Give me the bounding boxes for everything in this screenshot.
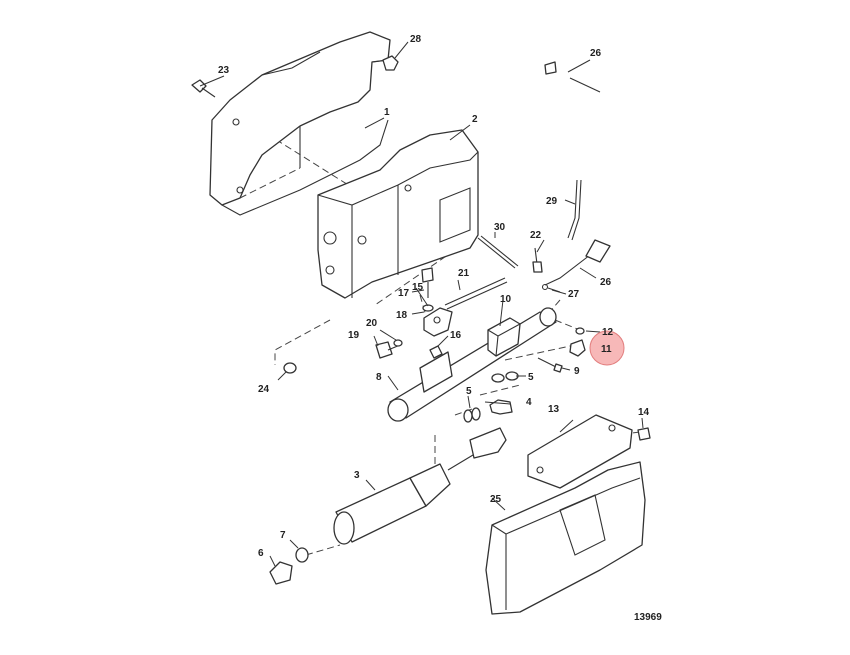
- part-9-screw: [537, 357, 563, 373]
- part-19-bolt: [375, 341, 401, 359]
- callout-8[interactable]: 8: [376, 372, 382, 383]
- part-28-nut: [382, 55, 399, 71]
- part-16-nut: [429, 345, 443, 359]
- part-17-bolt: [421, 267, 434, 298]
- callout-5-lower[interactable]: 5: [466, 386, 472, 397]
- callout-12[interactable]: 12: [602, 327, 614, 338]
- part-25-lower-bracket: [485, 461, 646, 615]
- callout-2[interactable]: 2: [472, 114, 478, 125]
- callout-25[interactable]: 25: [490, 494, 502, 505]
- callout-14[interactable]: 14: [638, 407, 650, 418]
- callout-27[interactable]: 27: [568, 289, 580, 300]
- callout-7[interactable]: 7: [280, 530, 286, 541]
- part-23-screw: [191, 79, 216, 98]
- callout-11[interactable]: 11: [601, 344, 612, 355]
- part-6-fitting: [269, 561, 293, 585]
- part-10-block: [487, 317, 521, 357]
- callout-18[interactable]: 18: [396, 310, 408, 321]
- part-13-plate: [527, 414, 633, 489]
- part-2-housing: [317, 129, 479, 299]
- part-29-small-cable: [567, 179, 582, 241]
- callout-15[interactable]: 15: [412, 282, 424, 293]
- callout-10[interactable]: 10: [500, 294, 512, 305]
- callout-6[interactable]: 6: [258, 548, 264, 559]
- part-5-orings-lower: [463, 407, 481, 423]
- figure-number: 13969: [634, 612, 662, 623]
- highlight-circle: [589, 330, 625, 366]
- part-20-washer: [393, 339, 403, 347]
- callout-9[interactable]: 9: [574, 366, 580, 377]
- part-12-oring: [575, 327, 585, 335]
- part-7-oring: [295, 547, 309, 563]
- callout-17[interactable]: 17: [398, 288, 410, 299]
- part-14-screw: [637, 427, 651, 441]
- part-4-fitting: [489, 399, 513, 415]
- part-24-cap: [283, 362, 297, 374]
- part-11-elbow: [569, 339, 586, 357]
- callout-28[interactable]: 28: [410, 34, 422, 45]
- part-27-clip: [541, 283, 561, 293]
- callout-labels: 1 2 3 4 5 5 6 7 8 9 10 11 12 13 14 15 16…: [218, 34, 650, 559]
- part-15-bracket: [423, 307, 453, 337]
- callout-5-upper[interactable]: 5: [528, 372, 534, 383]
- callout-30[interactable]: 30: [494, 222, 506, 233]
- callout-24[interactable]: 24: [258, 384, 270, 395]
- callout-13[interactable]: 13: [548, 404, 560, 415]
- callout-1[interactable]: 1: [384, 107, 390, 118]
- callout-23[interactable]: 23: [218, 65, 230, 76]
- callout-29[interactable]: 29: [546, 196, 558, 207]
- callout-16[interactable]: 16: [450, 330, 462, 341]
- part-5-orings-upper: [491, 371, 519, 383]
- part-30-rod: [477, 235, 519, 269]
- callout-26-bottom[interactable]: 26: [600, 277, 612, 288]
- callout-22[interactable]: 22: [530, 230, 542, 241]
- callout-leaders: [199, 41, 644, 567]
- part-1-upper-bracket: [209, 31, 391, 216]
- part-18-washer: [422, 304, 434, 312]
- callout-4[interactable]: 4: [526, 397, 532, 408]
- callout-3[interactable]: 3: [354, 470, 360, 481]
- part-26-cable: [544, 61, 636, 286]
- callout-20[interactable]: 20: [366, 318, 378, 329]
- part-22-pin: [532, 247, 543, 273]
- callout-21[interactable]: 21: [458, 268, 470, 279]
- part-21-pin: [444, 277, 508, 310]
- callout-19[interactable]: 19: [348, 330, 360, 341]
- part-3-cylinder: [333, 427, 507, 545]
- callout-26-top[interactable]: 26: [590, 48, 602, 59]
